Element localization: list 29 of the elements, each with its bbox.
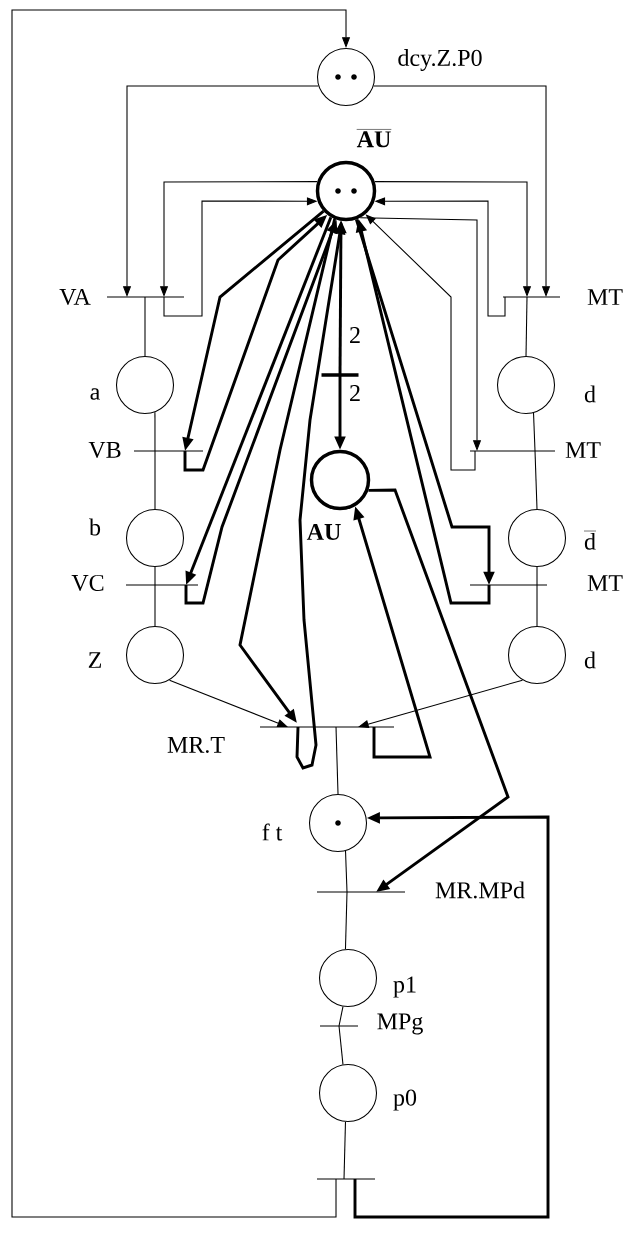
- node-label: MR.MPd: [435, 881, 525, 899]
- transition-bar: [319, 373, 361, 377]
- node-label: MPg: [377, 1013, 423, 1035]
- node-label: d: [584, 385, 596, 403]
- node-label: f t: [262, 823, 283, 841]
- node-label: p1: [393, 976, 416, 998]
- arrow: [358, 679, 524, 729]
- node-label: $\overline{\mathrm{d}}$: [584, 531, 596, 550]
- node-label: MR.T: [167, 736, 225, 754]
- node-label: VA: [59, 288, 91, 306]
- node-label: VB: [88, 441, 121, 459]
- node-label: MT: [565, 442, 601, 458]
- node-label: p0: [393, 1089, 417, 1111]
- edge-label: 2: [350, 327, 360, 343]
- node-label: a: [90, 388, 100, 400]
- arrow: [353, 812, 550, 1219]
- arrow: [368, 488, 510, 892]
- node-label: b: [89, 518, 101, 536]
- edge-label: 2: [350, 385, 360, 401]
- node-label: VC: [71, 574, 104, 592]
- arrow: [169, 679, 288, 727]
- node-label: d: [584, 651, 596, 669]
- node-label: AU: [306, 523, 341, 541]
- node-label: MT: [587, 575, 623, 591]
- node-label: dcy.Z.P0: [398, 49, 482, 71]
- arrow: [11, 9, 351, 1218]
- node-label: $\overline{\mathbf{AU}}$: [356, 129, 392, 148]
- node-label: Z: [88, 652, 101, 668]
- node-label: MT: [587, 289, 623, 305]
